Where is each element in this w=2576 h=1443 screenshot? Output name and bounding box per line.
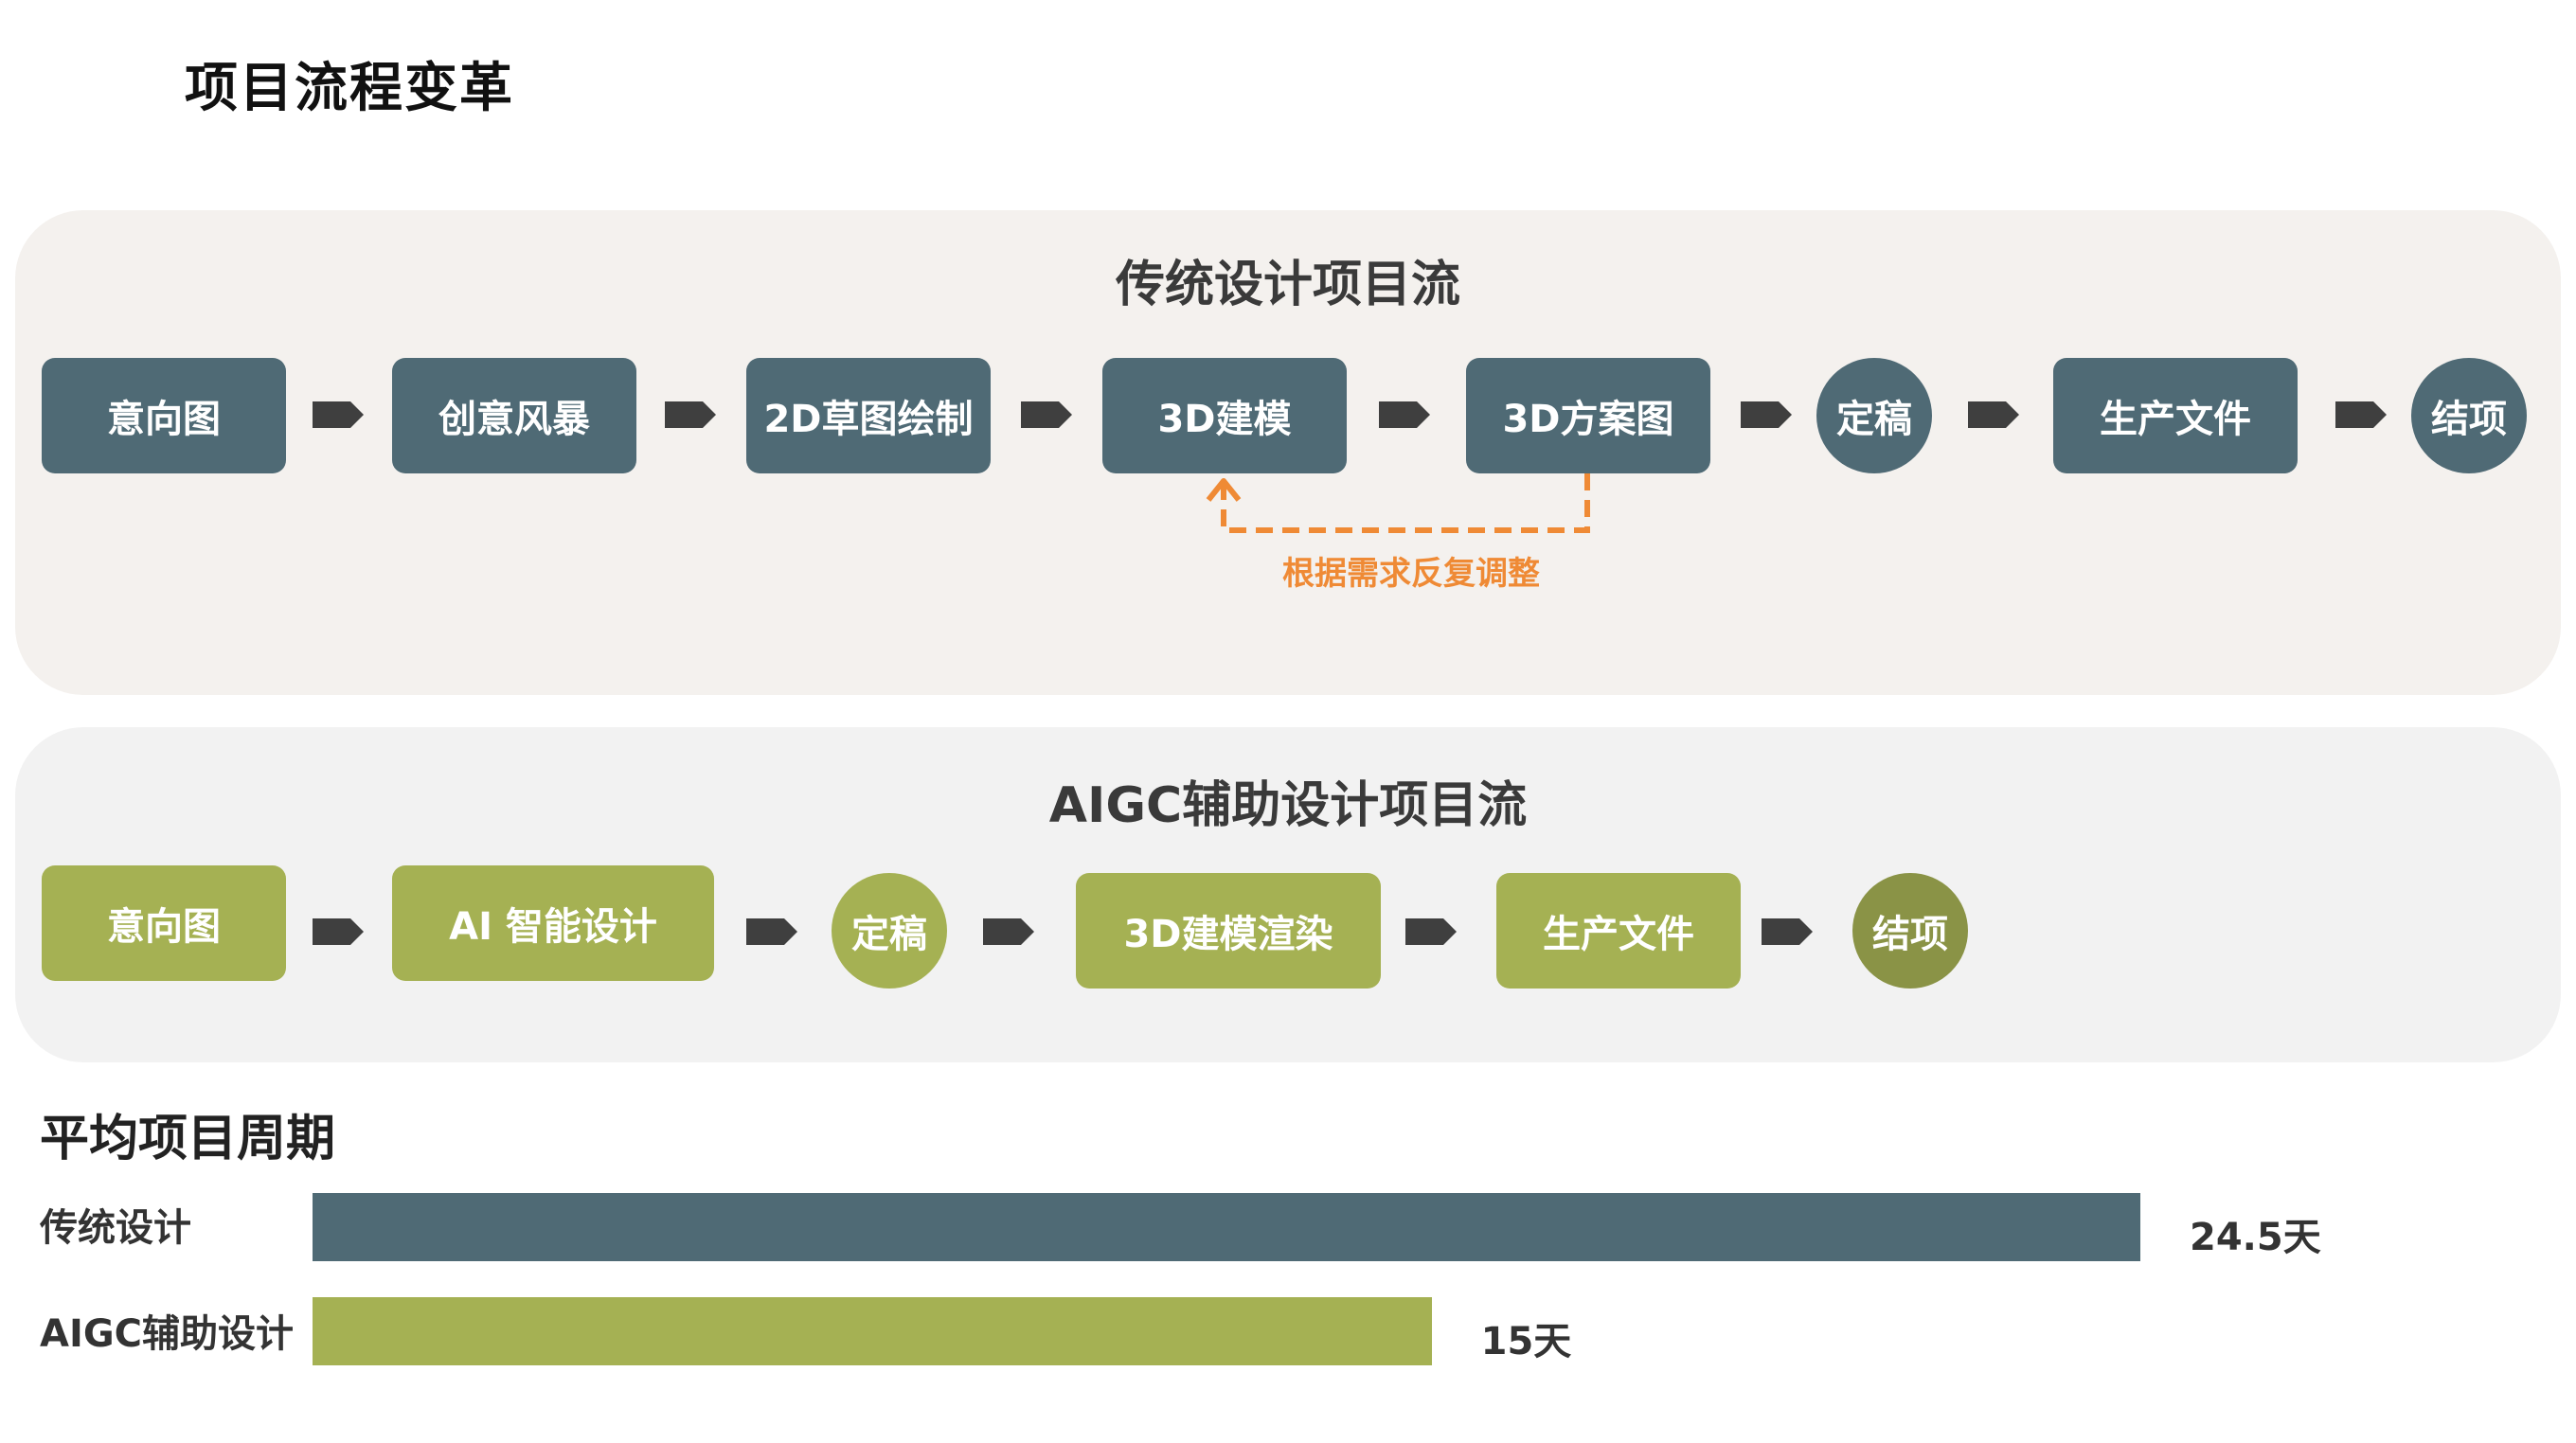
aigc-step-close: 结项: [1852, 873, 1968, 989]
aigc-step-ai-design: AI 智能设计: [392, 865, 714, 981]
flow-arrow-icon: [1405, 918, 1457, 945]
flow-arrow-icon: [746, 918, 797, 945]
traditional-step-finalize: 定稿: [1816, 358, 1932, 473]
traditional-step-moodboard: 意向图: [42, 358, 286, 473]
page-title: 项目流程变革: [185, 58, 514, 119]
traditional-step-close: 结项: [2411, 358, 2527, 473]
flow-arrow-icon: [1021, 401, 1072, 428]
flow-arrow-icon: [665, 401, 716, 428]
traditional-flow-title: 传统设计项目流: [1115, 257, 1460, 313]
traditional-step-3d-proposal: 3D方案图: [1466, 358, 1710, 473]
flow-arrow-icon: [1762, 918, 1813, 945]
bar-traditional: [313, 1193, 2140, 1261]
aigc-step-production-files: 生产文件: [1496, 873, 1741, 989]
flow-arrow-icon: [2335, 401, 2387, 428]
aigc-flow-title: AIGC辅助设计项目流: [1048, 777, 1528, 834]
iteration-loop-label: 根据需求反复调整: [1282, 555, 1540, 593]
traditional-step-production-files: 生产文件: [2053, 358, 2298, 473]
aigc-step-finalize: 定稿: [832, 873, 947, 989]
aigc-step-moodboard: 意向图: [42, 865, 286, 981]
flow-arrow-icon: [313, 401, 364, 428]
flow-arrow-icon: [1379, 401, 1430, 428]
iteration-loop-arrow-icon: [1206, 473, 1590, 533]
traditional-step-2d-sketch: 2D草图绘制: [746, 358, 991, 473]
flow-arrow-icon: [313, 918, 364, 945]
aigc-step-3d-render: 3D建模渲染: [1076, 873, 1381, 989]
flow-arrow-icon: [1741, 401, 1792, 428]
bar-aigc: [313, 1297, 1432, 1365]
traditional-step-brainstorm: 创意风暴: [392, 358, 636, 473]
traditional-step-3d-modeling: 3D建模: [1102, 358, 1347, 473]
bar-label-traditional: 传统设计: [40, 1206, 191, 1250]
flow-arrow-icon: [983, 918, 1034, 945]
bar-label-aigc: AIGC辅助设计: [40, 1312, 295, 1356]
bar-value-traditional: 24.5天: [2190, 1216, 2321, 1259]
chart-title: 平均项目周期: [40, 1111, 336, 1167]
flow-arrow-icon: [1968, 401, 2019, 428]
bar-value-aigc: 15天: [1480, 1320, 1572, 1363]
